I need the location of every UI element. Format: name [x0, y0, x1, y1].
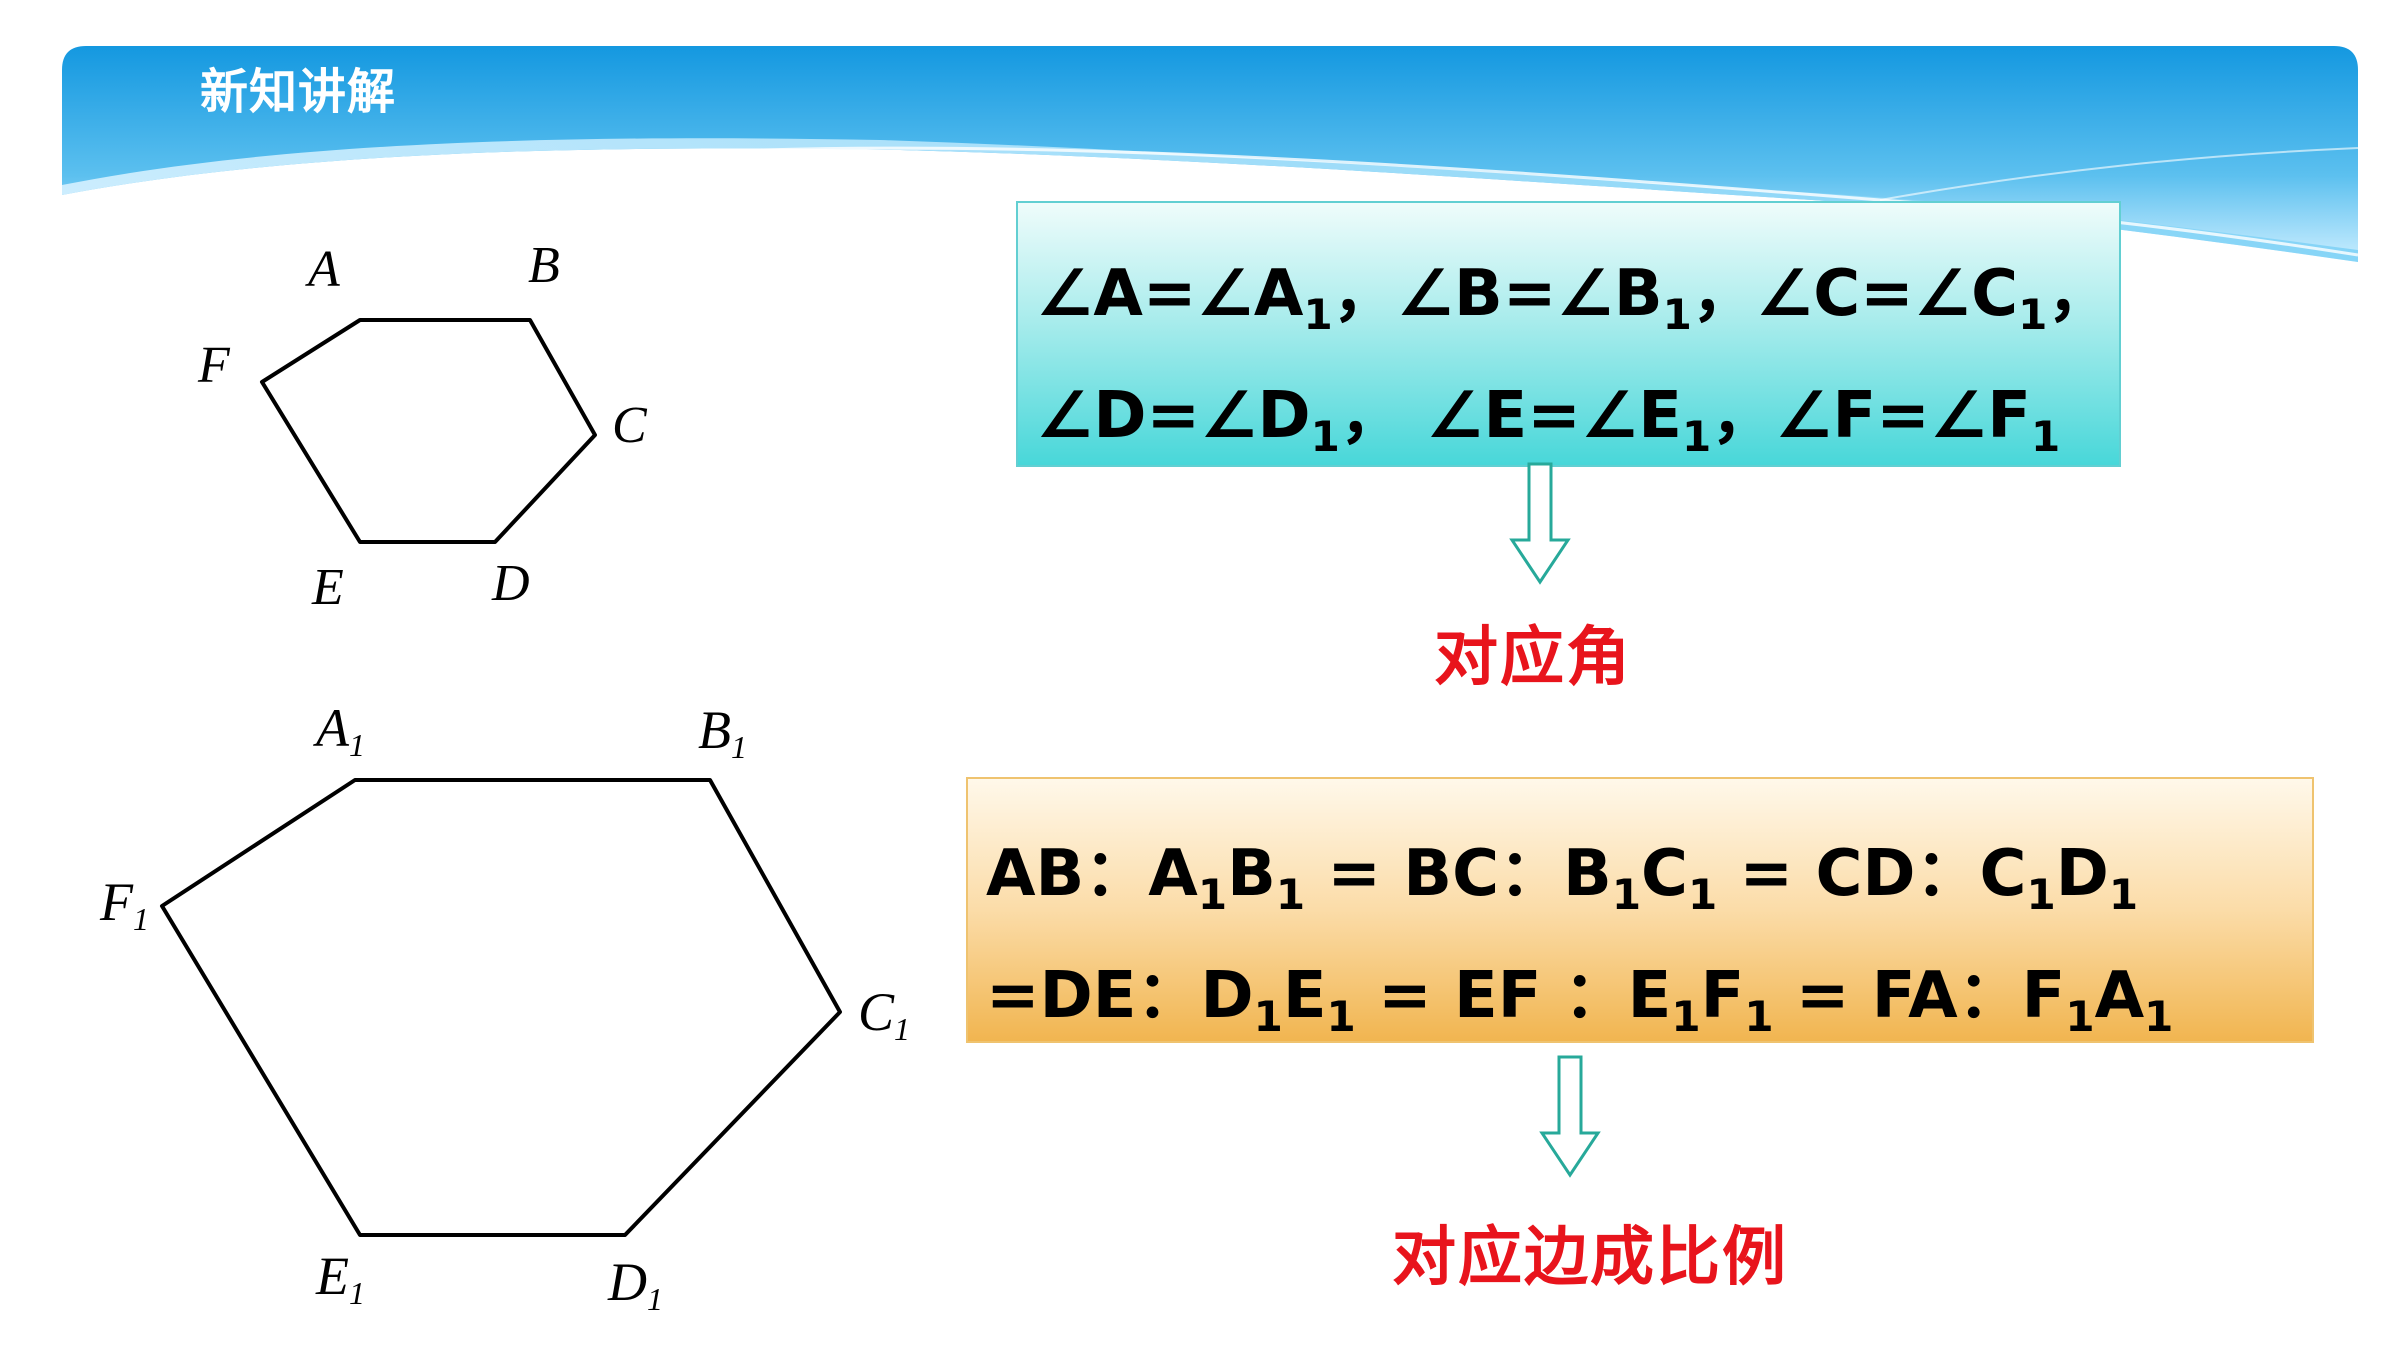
angle-equalities-line-1: ∠A=∠A1，∠B=∠B1，∠C=∠C1，	[1036, 233, 2119, 355]
eq-subscript: 1	[2065, 992, 2095, 1041]
eq-subscript: 1	[2026, 870, 2056, 919]
eq-text: B	[1227, 837, 1276, 911]
hexagon-outline	[160, 778, 842, 1237]
eq-subscript: 1	[2108, 870, 2139, 919]
eq-text: C	[1641, 837, 1689, 911]
eq-text: ∠A=∠A	[1036, 257, 1304, 331]
vertex-label-a: A	[305, 241, 340, 298]
eq-subscript: 1	[1275, 870, 1306, 919]
eq-subscript: 1	[1671, 992, 1701, 1041]
header-banner	[62, 46, 2359, 262]
eq-subscript: 1	[2018, 290, 2048, 339]
eq-text: = FA：F	[1773, 959, 2066, 1033]
side-ratios-line-2: =DE：D1E1 = EF ：E1F1 = FA：F1A1	[986, 935, 2312, 1057]
eq-subscript: 1	[2144, 992, 2174, 1041]
eq-subscript: 1	[1326, 992, 1356, 1041]
caption-corresponding-angles: 对应角	[1434, 621, 1632, 695]
vertex-label-b1: B1	[698, 700, 747, 765]
eq-subscript: 1	[1681, 412, 1712, 461]
eq-subscript: 1	[1662, 290, 1692, 339]
eq-text: ，	[2047, 257, 2112, 331]
angle-equalities-box: ∠A=∠A1，∠B=∠B1，∠C=∠C1， ∠D=∠D1， ∠E=∠E1，∠F=…	[1016, 201, 2121, 467]
vertex-label-e1: E1	[315, 1246, 365, 1311]
eq-text: A	[2094, 959, 2145, 1033]
eq-text: ， ∠E=∠E	[1339, 379, 1682, 453]
vertex-label-b: B	[528, 240, 560, 294]
eq-subscript: 1	[1303, 290, 1333, 339]
eq-text: F	[1700, 959, 1745, 1033]
down-arrow-icon	[1509, 462, 1571, 585]
eq-subscript: 1	[1744, 992, 1774, 1041]
side-ratios-line-1: AB：A1B1 = BC：B1C1 = CD：C1D1	[986, 813, 2312, 935]
eq-text: ∠D=∠D	[1036, 379, 1311, 453]
caption-sides-proportional: 对应边成比例	[1392, 1221, 1788, 1295]
eq-subscript: 1	[1611, 870, 1642, 919]
eq-subscript: 1	[1253, 992, 1283, 1041]
eq-subscript: 1	[1688, 870, 1718, 919]
slide-title: 新知讲解	[200, 64, 397, 120]
down-arrow-icon	[1539, 1055, 1601, 1178]
eq-text: D	[2055, 837, 2109, 911]
eq-subscript: 1	[1197, 870, 1228, 919]
side-ratios-box: AB：A1B1 = BC：B1C1 = CD：C1D1 =DE：D1E1 = E…	[966, 777, 2314, 1043]
eq-text: =DE：D	[986, 959, 1254, 1033]
vertex-label-e: E	[311, 559, 344, 616]
eq-text: ，∠F=∠F	[1711, 379, 2031, 453]
vertex-label-d: D	[491, 555, 530, 612]
vertex-label-c1: C1	[858, 982, 910, 1047]
eq-text: AB：A	[986, 837, 1198, 911]
vertex-label-c: C	[612, 397, 648, 454]
vertex-label-a1: A1	[313, 698, 365, 763]
hexagon-outline	[260, 318, 597, 544]
eq-text: ，∠B=∠B	[1332, 257, 1663, 331]
angle-equalities-line-2: ∠D=∠D1， ∠E=∠E1，∠F=∠F1	[1036, 355, 2119, 477]
eq-text: = BC：B	[1305, 837, 1612, 911]
vertex-label-f: F	[197, 337, 231, 394]
eq-subscript: 1	[1310, 412, 1340, 461]
hexagon-a1b1c1d1e1f1: A1 B1 C1 D1 E1 F1	[99, 698, 910, 1317]
vertex-label-f1: F1	[99, 872, 149, 937]
eq-text: ，∠C=∠C	[1691, 257, 2019, 331]
hexagon-abcdef: A B C D E F	[197, 240, 648, 616]
eq-subscript: 1	[2031, 412, 2061, 461]
vertex-label-d1: D1	[607, 1252, 663, 1317]
eq-text: = EF ：E	[1355, 959, 1672, 1033]
eq-text: E	[1282, 959, 1327, 1033]
eq-text: = CD：C	[1717, 837, 2027, 911]
